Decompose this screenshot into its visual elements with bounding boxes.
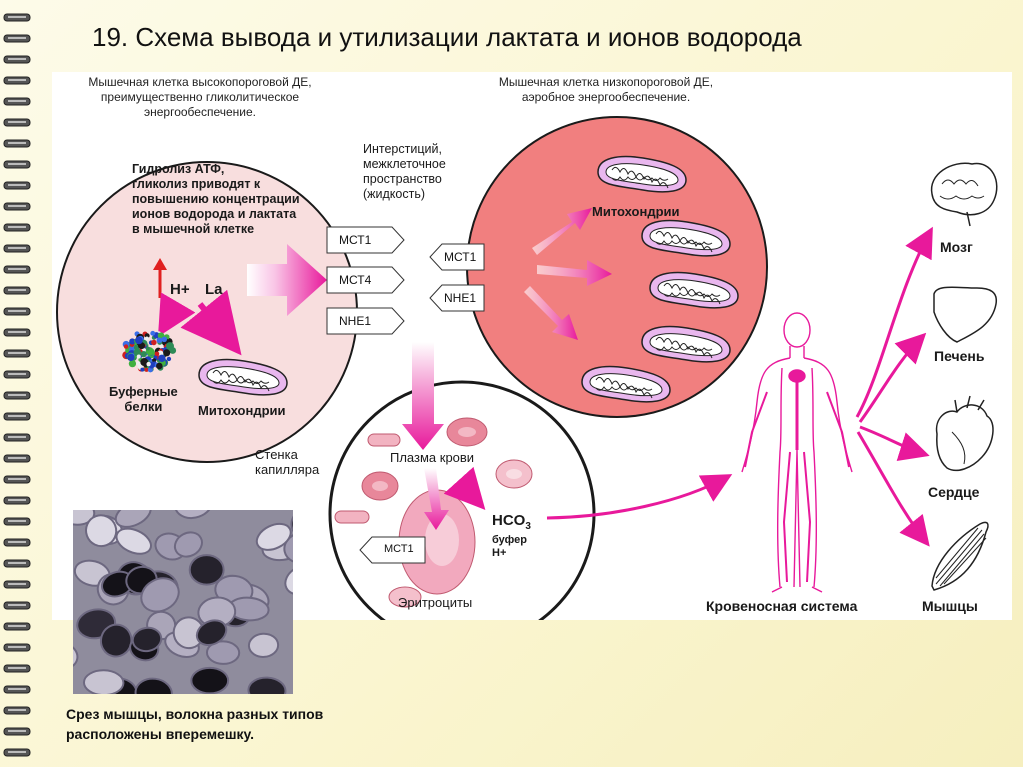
left-cell-caption: Мышечная клетка высокопороговой ДЕ, преи… [88,75,312,119]
transporter-nhe1-left: NHE1 [339,314,372,328]
diagram-graphics [56,116,998,620]
left-cell-text: Гидролиз АТФ, гликолиз приводят к повыше… [132,162,300,236]
capillary [328,380,596,620]
efflux-arrow [247,244,327,316]
transporter-mct4-left: МСТ4 [339,273,372,287]
spiral-binding [3,13,31,757]
organ-arrows [855,226,933,547]
interstitium-label: Интерстиций, межклеточное пространство (… [363,142,446,201]
plasma-to-erythrocyte-arrow [424,468,449,530]
buffer-h-label: буфер H+ [492,534,527,559]
organ-brain-label: Мозг [940,239,973,255]
buffer-proteins-label: Буферные белки [109,384,178,414]
right-cell-arrow-3 [524,286,578,340]
red-blood-cells [334,417,533,608]
right-cell-arrow-2 [537,260,612,286]
la-label: La [205,281,223,298]
liver-icon [933,286,998,343]
right-mito-label: Митохондрии [592,204,680,219]
erythrocytes-label: Эритроциты [398,595,473,610]
h-to-buffer-arrow [157,292,196,337]
heart-icon [935,395,994,472]
right-cell-arrow-1 [532,208,592,255]
organ-liver-label: Печень [934,348,985,364]
transporter-mct1-left: МСТ1 [339,233,372,247]
la-to-mito-arrow [180,289,242,356]
left-mito-label: Митохондрии [198,403,286,418]
slide-title: 19. Схема вывода и утилизации лактата и … [92,22,802,52]
muscle-icon [931,521,989,591]
capillary-to-body-arrow [546,474,733,520]
transporter-boxes-left [326,226,405,335]
plasma-label: Плазма крови [390,450,475,465]
muscle-fibers-image [73,510,293,694]
to-bicarbonate-arrow [443,466,486,510]
circulation-label: Кровеносная система [706,598,858,614]
transporter-mct1-right: МСТ1 [444,250,477,264]
right-cell-caption: Мышечная клетка низкопороговой ДЕ, аэроб… [498,75,714,104]
muscle-section-photo [73,510,293,694]
capillary-mct1-box [359,536,426,564]
buffer-proteins-icon [122,330,177,373]
transporter-boxes-right [429,243,485,312]
photo-caption: Срез мышцы, волокна разных типов располо… [66,706,324,742]
organ-muscle-label: Мышцы [922,598,978,614]
transporter-nhe1-right: NHE1 [444,291,477,305]
capillary-mct1-label: МСТ1 [384,543,414,555]
brain-icon [930,162,998,227]
h-label: H+ [170,281,190,298]
bicarbonate-label: HCO3 [492,512,531,532]
circulatory-system-figure [741,312,853,593]
organ-heart-label: Сердце [928,484,980,500]
capillary-wall-label: Стенка капилляра [255,447,320,477]
capillary-influx-arrow [402,342,444,450]
